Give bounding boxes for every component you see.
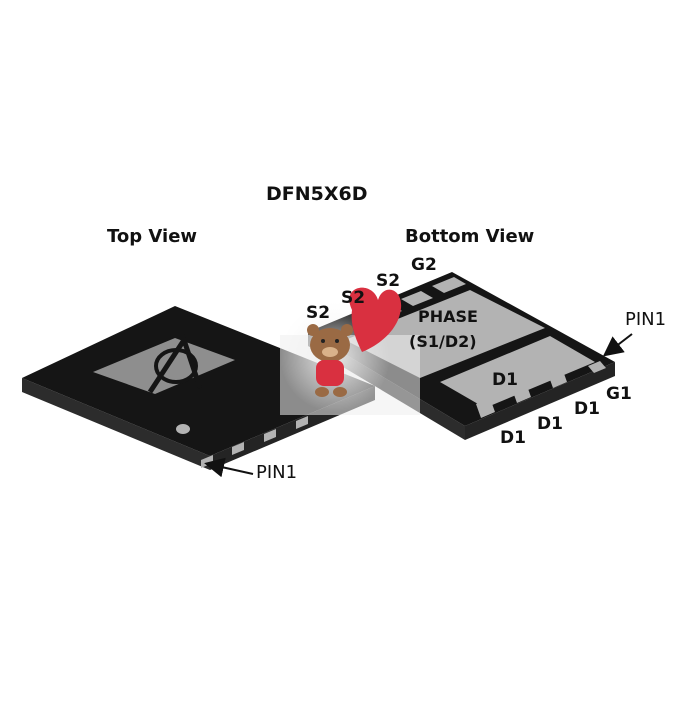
top-pin1-arrow-icon: [204, 457, 254, 478]
pin1-dot: [176, 424, 190, 434]
s2-pad: [401, 291, 433, 306]
bottom-package-side-right: [465, 362, 615, 440]
top-view-label: Top View: [107, 226, 198, 247]
g1-pad: [588, 361, 606, 373]
d1-finger: [548, 368, 567, 388]
package-title: DFN5X6D: [266, 183, 368, 205]
top-pin1-label: PIN1: [256, 462, 298, 483]
phase-sub-label: (S1/D2): [409, 332, 477, 351]
teddy-bear-watermark-icon: [280, 287, 420, 415]
bottom-pin1-arrow-icon: [602, 333, 633, 357]
d1-label: D1: [500, 428, 526, 448]
g1-label: G1: [606, 384, 632, 404]
s2-label: S2: [341, 288, 366, 308]
d1-finger: [476, 398, 495, 418]
d1-pad: [440, 336, 595, 408]
top-pad: [264, 429, 276, 442]
brand-logo-icon: [147, 334, 203, 394]
d1-label: D1: [537, 414, 563, 434]
logo-plate: [93, 338, 235, 394]
g2-label: G2: [411, 255, 437, 275]
bottom-view-label: Bottom View: [405, 226, 535, 247]
bottom-pin1-label: PIN1: [625, 309, 667, 330]
d1-label: D1: [574, 399, 600, 419]
top-pad: [232, 442, 244, 455]
top-view-package: [22, 306, 375, 478]
top-pad: [296, 416, 308, 429]
s2-label: S2: [306, 303, 331, 323]
phase-label: PHASE: [418, 307, 478, 326]
d1-label: D1: [492, 370, 518, 390]
s2-label: S2: [376, 271, 401, 291]
top-package-side-left: [22, 378, 210, 470]
g2-pad: [432, 277, 466, 293]
d1-finger: [512, 383, 531, 403]
